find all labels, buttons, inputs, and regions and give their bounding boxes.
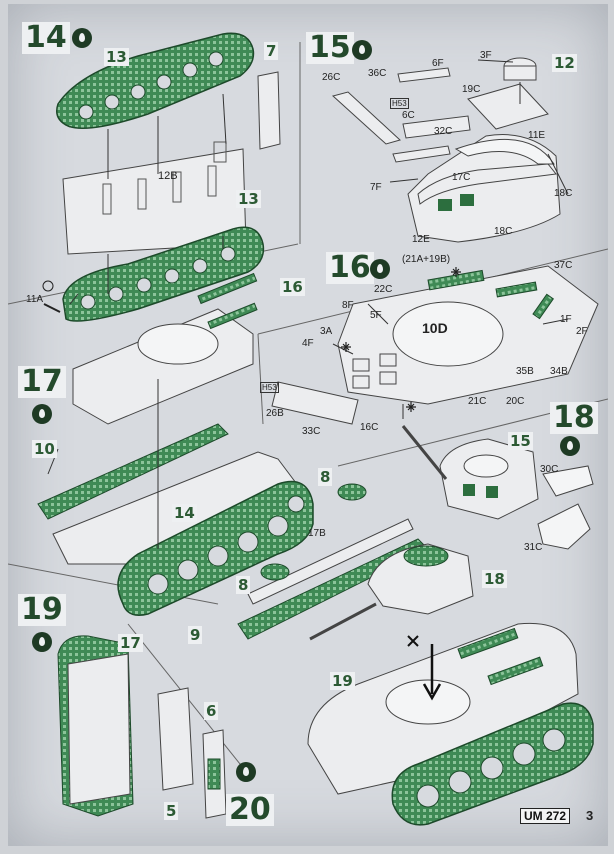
part-label: 3A — [320, 326, 333, 337]
part-label: 30C — [540, 464, 559, 475]
part-label: 11E — [528, 130, 546, 141]
part-label: 34B — [550, 366, 568, 377]
part-label: 12E — [412, 234, 430, 245]
cement-drop-icon — [236, 762, 256, 782]
callout-14: 14 — [172, 504, 197, 522]
callout-5: 5 — [164, 802, 179, 820]
part-label: 10D — [422, 320, 448, 336]
callout-15: 15 — [508, 432, 533, 450]
part-label: 1F — [560, 314, 572, 325]
part-label: 12B — [158, 170, 178, 182]
callout-9: 9 — [188, 626, 203, 644]
callout-13-upper: 13 — [104, 48, 129, 66]
cement-drop-icon — [32, 404, 52, 424]
part-7 — [257, 71, 281, 150]
part-label: 32C — [434, 126, 453, 137]
part-label: 7F — [370, 182, 382, 193]
part-label: 26C — [322, 72, 341, 83]
step-number-14: 14 — [22, 22, 70, 54]
part-label: 3F — [480, 50, 492, 61]
callout-19: 19 — [330, 672, 355, 690]
step-number-19: 19 — [18, 594, 66, 626]
step-number-15: 15 — [306, 32, 354, 64]
part-label: 6F — [432, 58, 444, 69]
instruction-sheet: 14 15 16 17 18 19 20 13 7 13 12 16 10 14… — [8, 4, 608, 846]
part-label: 21C — [468, 396, 487, 407]
part-label: 18C — [494, 226, 513, 237]
step-number-20: 20 — [226, 794, 274, 826]
track-lower-left — [62, 226, 265, 322]
part-label: 11A — [26, 294, 44, 305]
part-label: 26B — [266, 408, 284, 419]
callout-16: 16 — [280, 278, 305, 296]
step-number-17: 17 — [18, 366, 66, 398]
cement-drop-icon — [32, 632, 52, 652]
part-label: 4F — [302, 338, 314, 349]
part-label: 5F — [370, 310, 382, 321]
callout-10: 10 — [32, 440, 57, 458]
part-label: H53 — [260, 382, 279, 393]
turret-step18 — [439, 438, 539, 520]
part-label: 2F — [576, 326, 588, 337]
part-label: (21A+19B) — [402, 254, 451, 265]
assembly-drawing — [8, 32, 608, 826]
part-label: 33C — [302, 426, 321, 437]
part-label: 8F — [342, 300, 354, 311]
part-label: 17B — [308, 528, 326, 539]
part-label: 37C — [554, 260, 573, 271]
part-label: 36C — [368, 68, 387, 79]
kit-code: UM 272 — [520, 808, 571, 824]
part-label: 19C — [462, 84, 481, 95]
callout-6: 6 — [204, 702, 219, 720]
callout-8-upper: 8 — [318, 468, 333, 486]
track-upper-left — [56, 32, 255, 130]
page-number: 3 — [586, 808, 594, 823]
callout-7: 7 — [264, 42, 279, 60]
cement-drop-icon — [352, 40, 372, 60]
callout-13-lower: 13 — [236, 190, 261, 208]
part-label: 22C — [374, 284, 393, 295]
callout-18: 18 — [482, 570, 507, 588]
callout-8-lower: 8 — [236, 576, 251, 594]
part-label: H53 — [390, 98, 409, 109]
callout-17: 17 — [118, 634, 143, 652]
step-number-18: 18 — [550, 402, 598, 434]
part-label: 20C — [506, 396, 525, 407]
part-label: 6C — [402, 110, 415, 121]
step-number-16: 16 — [326, 252, 374, 284]
cement-drop-icon — [370, 259, 390, 279]
part-label: 16C — [360, 422, 379, 433]
callout-12: 12 — [552, 54, 577, 72]
cement-drop-icon — [560, 436, 580, 456]
part-label: 18C — [554, 188, 573, 199]
part-label: 31C — [524, 542, 543, 553]
part-label: 17C — [452, 172, 471, 183]
part-label: 35B — [516, 366, 534, 377]
cement-drop-icon — [72, 28, 92, 48]
